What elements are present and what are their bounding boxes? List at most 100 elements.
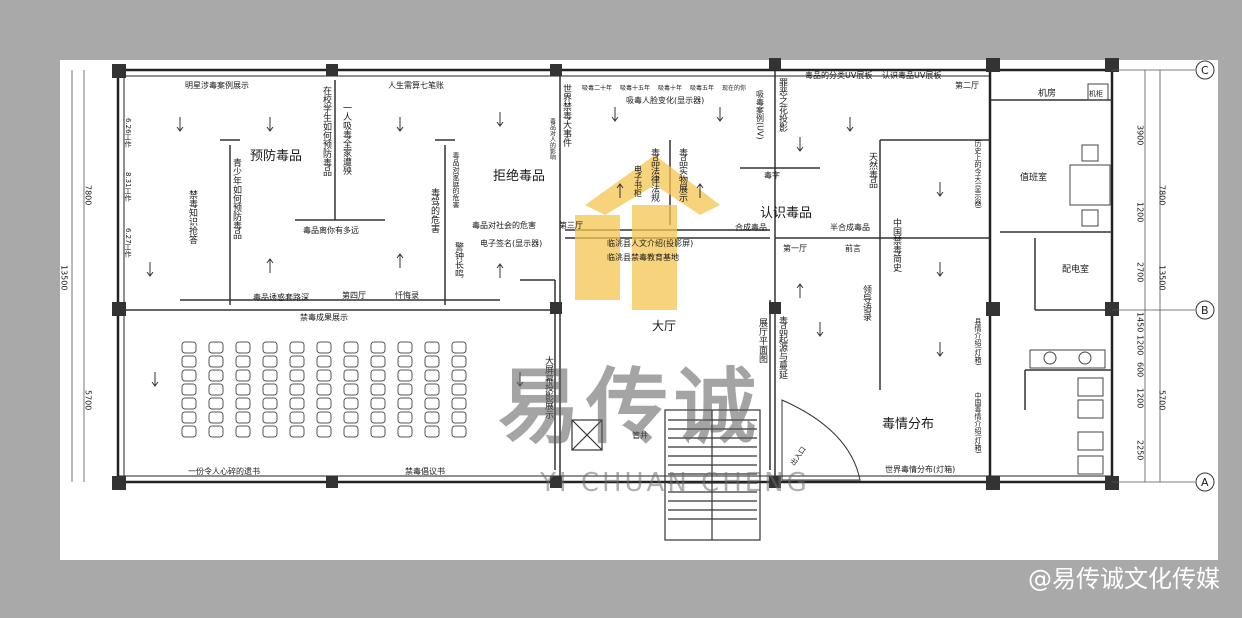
audience-seat (289, 355, 305, 368)
exhibit-drug-objects: 毒品实物展示 (677, 147, 688, 202)
flow-arrow (696, 183, 704, 198)
audience-seat (208, 369, 224, 382)
exhibit-origin: 毒品起源与蔓延 (777, 315, 788, 380)
flow-arrow (496, 112, 504, 127)
audience-seat (424, 355, 440, 368)
face-year-15: 吸毒十五年 (620, 84, 650, 92)
room-duty: 值班室 (1020, 171, 1047, 183)
audience-seat (397, 411, 413, 424)
face-years: 吸毒二十年 吸毒十五年 吸毒十年 吸毒五年 现在的你 (582, 84, 746, 92)
audience-seat (316, 397, 332, 410)
flow-arrow (496, 263, 504, 278)
exhibit-alarm: 警钟长鸣 (453, 241, 464, 279)
audience-seat (235, 425, 251, 438)
audience-seat (181, 383, 197, 396)
exhibit-society: 毒品对社会的危害 (472, 220, 536, 230)
audience-seat (424, 383, 440, 396)
flow-arrow (616, 183, 624, 198)
audience-seat (397, 369, 413, 382)
flow-arrows (146, 107, 944, 387)
credit-label: @易传诚文化传媒 (1028, 565, 1220, 593)
dim-right-5: 1200 (1136, 335, 1145, 355)
exhibit-world-light: 世界毒情分布(灯箱) (885, 464, 955, 474)
audience-seat (235, 341, 251, 354)
audience-seat (289, 341, 305, 354)
exhibit-uv-recognize: 认识毒品UV展板 (882, 70, 941, 80)
entrance-arc (781, 399, 861, 481)
audience-seat (370, 411, 386, 424)
audience-seat (451, 341, 467, 354)
audience-seat (370, 369, 386, 382)
audience-seat (370, 383, 386, 396)
room-hall: 大厅 (652, 319, 676, 333)
audience-seat (289, 425, 305, 438)
audience-seat (316, 341, 332, 354)
audience-seat (235, 397, 251, 410)
restroom-fixtures (1029, 349, 1106, 475)
audience-seat (181, 341, 197, 354)
flow-arrow (936, 262, 944, 277)
audience-seat (397, 397, 413, 410)
flow-arrow (611, 107, 619, 122)
audience-seat (370, 425, 386, 438)
audience-seat (181, 355, 197, 368)
dim-left-bottom: 5700 (84, 390, 93, 410)
audience-seat (289, 397, 305, 410)
exhibit-school: 在校学生如何预防毒品 (321, 85, 332, 177)
audience-seat (262, 383, 278, 396)
dim-right-2: 1200 (1136, 202, 1145, 222)
audience-seat (343, 411, 359, 424)
audience-seat (424, 425, 440, 438)
audience-seat (208, 397, 224, 410)
exhibit-achievements: 禁毒成果展示 (300, 312, 348, 322)
exhibit-how-far: 毒品离你有多远 (303, 225, 359, 235)
shaft-label: 管井 (632, 430, 648, 440)
audience-seat (316, 425, 332, 438)
flow-arrow (796, 137, 804, 152)
audience-seat (424, 411, 440, 424)
audience-seat (289, 383, 305, 396)
audience-seat (397, 341, 413, 354)
audience-seat (370, 355, 386, 368)
audience-seat (208, 383, 224, 396)
flow-arrow (846, 117, 854, 132)
audience-seats (181, 341, 467, 438)
audience-seat (262, 341, 278, 354)
dim-right-1: 3900 (1136, 125, 1145, 145)
audience-seat (262, 369, 278, 382)
date-627: 6.27工作 (124, 228, 132, 259)
audience-seat (397, 355, 413, 368)
audience-seat (316, 355, 332, 368)
exhibit-person-effect: 毒品对人的影响 (549, 117, 556, 161)
flow-arrow (396, 253, 404, 268)
audience-seat (262, 425, 278, 438)
audience-seat (262, 397, 278, 410)
flow-arrow (146, 262, 154, 277)
audience-seat (424, 341, 440, 354)
audience-seat (289, 369, 305, 382)
flow-arrow (796, 283, 804, 298)
flow-arrow (151, 372, 159, 387)
exhibit-family: 一人吸毒全家遭殃 (341, 103, 352, 176)
flow-arrow (936, 182, 944, 197)
dim-right-top-sum: 7800 (1158, 185, 1167, 205)
exhibit-evil-flower: 罪恶之花投影 (777, 78, 788, 133)
exhibit-face-change: 吸毒人脸变化(显示器) (626, 95, 704, 105)
dim-right-6: 600 (1136, 362, 1145, 377)
exhibit-letter: 一份令人心碎的遗书 (188, 466, 260, 476)
dim-right-3: 2700 (1136, 262, 1145, 282)
audience-seat (397, 425, 413, 438)
dim-right-8: 2250 (1136, 440, 1145, 460)
outer-walls (116, 68, 1114, 484)
audience-seat (262, 355, 278, 368)
exhibit-drug-law: 毒品法律法规 (649, 147, 660, 203)
exhibit-county2: 临洮县禁毒教育基地 (607, 252, 679, 262)
audience-seat (181, 411, 197, 424)
exhibit-intro-county: 县情介绍(灯箱) (974, 318, 982, 366)
audience-seat (424, 397, 440, 410)
flow-arrow (716, 107, 724, 122)
audience-seat (316, 369, 332, 382)
audience-seat (343, 425, 359, 438)
audience-seat (451, 355, 467, 368)
audience-seat (208, 355, 224, 368)
